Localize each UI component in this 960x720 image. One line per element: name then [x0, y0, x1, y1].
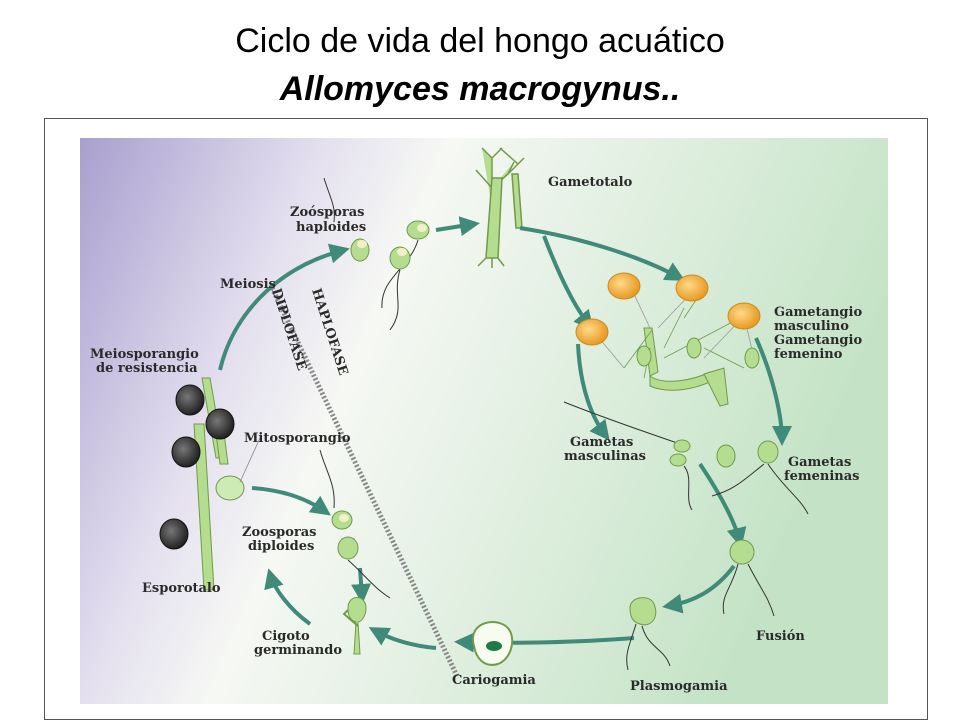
- zoosporas-haploides-label-1: Zoósporas: [290, 205, 365, 220]
- gametangio-femenino-label-2: femenino: [774, 347, 843, 362]
- diagram-background: [80, 138, 888, 704]
- gametas-cells: [563, 401, 809, 515]
- cigoto-label-2: germinando: [254, 643, 342, 658]
- cigoto-label-1: Cigoto: [262, 629, 310, 644]
- gametangio-masculino-label-1: Gametangio: [774, 305, 862, 320]
- gametas-masculinas-label-2: masculinas: [564, 449, 646, 464]
- gametotalo-label: Gametotalo: [548, 175, 633, 190]
- gametas-masculinas-label-1: Gametas: [570, 435, 633, 450]
- zoosporas-haploides-label-2: haploides: [296, 220, 366, 235]
- arrow-to-gametas-masc: [576, 343, 610, 441]
- esporotalo-illustration: [159, 377, 261, 591]
- life-cycle-diagram: HAPLOFASE DIPLOFASE Gametotalo Zoósporas…: [80, 138, 888, 704]
- zoospora-diploide-cells: [319, 449, 391, 599]
- meiosis-label: Meiosis: [220, 277, 276, 292]
- meiosporangio-label-1: Meiosporangio: [90, 347, 199, 362]
- cariogamia-label: Cariogamia: [452, 673, 536, 688]
- fusion-label: Fusión: [756, 629, 805, 644]
- gametangia-cluster: [575, 272, 761, 407]
- cariogamia-cell: [471, 621, 513, 666]
- arrow-to-gametas-fem: [754, 337, 792, 446]
- esporotalo-label: Esporotalo: [142, 581, 221, 596]
- mitosporangio-label: Mitosporangio: [244, 431, 351, 446]
- arrow-mitosporangio-to-zoosporas: [251, 486, 331, 516]
- gametangio-femenino-label-1: Gametangio: [774, 333, 862, 348]
- plasmogamia-cell: [626, 597, 671, 671]
- gametotalo-illustration: [475, 147, 525, 268]
- gametangio-masculino-label-2: masculino: [774, 319, 849, 334]
- arrow-cariogamia-to-cigoto: [368, 627, 437, 650]
- zoosporas-diploides-label-2: diploides: [248, 539, 314, 554]
- phase-divider: [269, 286, 461, 680]
- zoosporas-diploides-label-1: Zoosporas: [242, 525, 317, 540]
- meiosporangio-label-2: de resistencia: [96, 361, 198, 376]
- page-subtitle: Allomyces macrogynus..: [279, 70, 681, 108]
- page-title: Ciclo de vida del hongo acuático: [235, 22, 725, 60]
- arrow-zoosporas-diploides-to-cigoto: [351, 567, 372, 604]
- cigoto-germinando-cell: [342, 597, 367, 655]
- plasmogamia-label: Plasmogamia: [630, 679, 728, 694]
- arrow-meiosis-to-zoosporas: [218, 243, 350, 371]
- arrow-fusion-to-plasmogamia: [662, 564, 736, 614]
- zoospora-haploide-cells: [323, 177, 430, 331]
- gametas-femeninas-label-1: Gametas: [788, 455, 851, 470]
- gametas-femeninas-label-2: femeninas: [784, 469, 859, 484]
- arrow-to-gametangio-masc: [519, 226, 686, 281]
- arrow-gametas-to-fusion: [698, 462, 747, 548]
- arrow-cigoto-to-esporotalo: [264, 568, 312, 626]
- fusion-cell: [722, 539, 775, 617]
- arrow-zoospores-to-gametotalo: [435, 216, 480, 237]
